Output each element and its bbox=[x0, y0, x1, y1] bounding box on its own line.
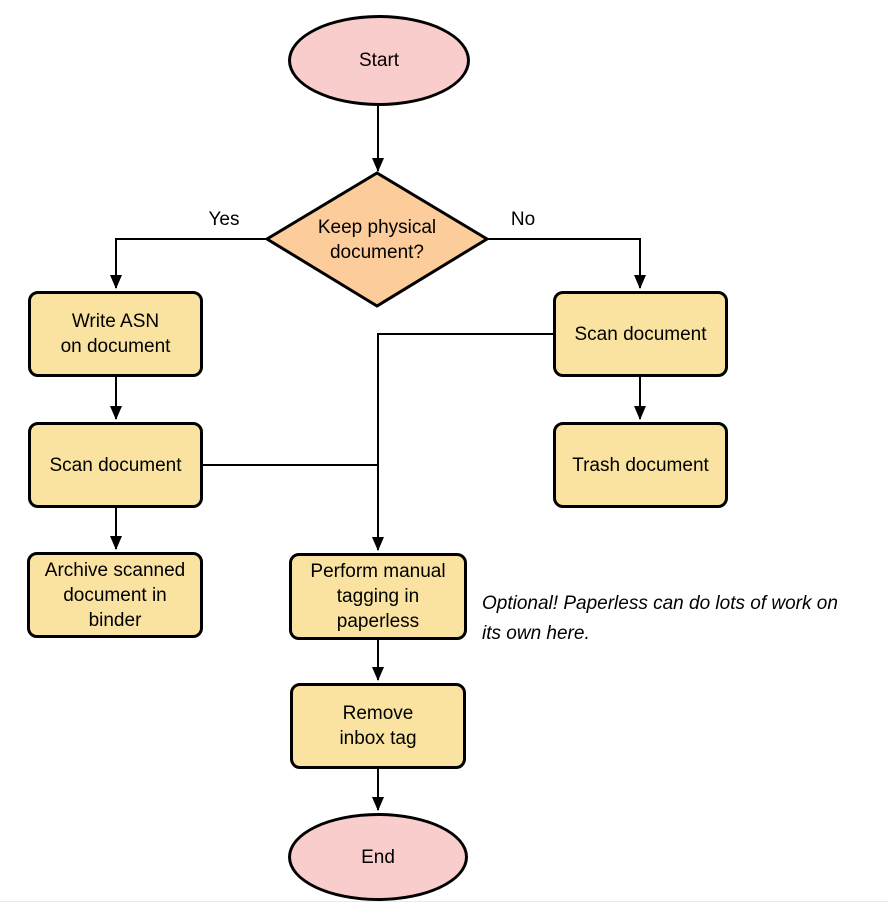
edge-scan-right-to-tagging bbox=[372, 333, 553, 551]
edge-label-no: No bbox=[510, 209, 536, 230]
process-write-asn-on-document: Write ASN on document bbox=[28, 291, 203, 377]
edge-decision-yes-to-write-asn bbox=[110, 238, 267, 289]
edge-label-yes: Yes bbox=[208, 209, 240, 230]
process-archive-scanned-document: Archive scanned document in binder bbox=[27, 552, 203, 638]
page-bottom-divider bbox=[0, 901, 888, 902]
optional-note-text: Optional! Paperless can do lots of work … bbox=[482, 593, 838, 644]
process-perform-manual-tagging: Perform manual tagging in paperless bbox=[289, 553, 467, 640]
process-scan-document-left: Scan document bbox=[28, 422, 203, 508]
process-scan-document-right: Scan document bbox=[553, 291, 728, 377]
decision-keep-physical-document: Keep physical document? bbox=[317, 216, 437, 263]
process-trash-document: Trash document bbox=[553, 422, 728, 508]
end-terminal: End bbox=[288, 813, 468, 901]
start-terminal: Start bbox=[288, 15, 470, 106]
process-remove-inbox-tag: Remove inbox tag bbox=[290, 683, 466, 769]
decision-diamond-shape bbox=[264, 171, 490, 308]
edge-decision-no-to-scan-right bbox=[487, 238, 646, 289]
